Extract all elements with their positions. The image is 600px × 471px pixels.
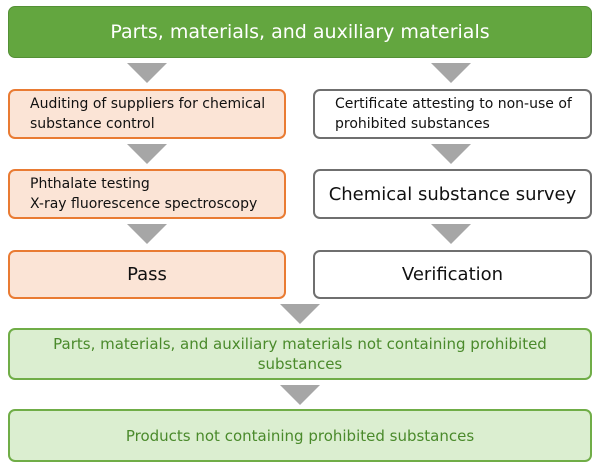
certificate-box: Certificate attesting to non-use of proh… <box>313 89 592 139</box>
testing-line-1: Phthalate testing <box>30 176 150 192</box>
testing-line-2: X-ray fluorescence spectroscopy <box>30 196 258 212</box>
compliant-products-box: Products not containing prohibited subst… <box>8 409 592 462</box>
down-arrow-icon <box>127 63 167 83</box>
down-arrow-icon <box>431 63 471 83</box>
certificate-line-1: Certificate attesting to non-use of <box>335 96 572 112</box>
compliant-materials-line-1: Parts, materials, and auxiliary material… <box>53 335 547 353</box>
compliant-materials-line-2: substances <box>257 355 343 373</box>
chemical-survey-box: Chemical substance survey <box>313 169 592 219</box>
down-arrow-icon <box>431 224 471 244</box>
supplier-audit-line-2: substance control <box>30 116 155 132</box>
pass-box: Pass <box>8 250 286 299</box>
supplier-audit-box: Auditing of suppliers for chemical subst… <box>8 89 286 139</box>
phthalate-testing-box: Phthalate testing X-ray fluorescence spe… <box>8 169 286 219</box>
verification-box: Verification <box>313 250 592 299</box>
header-title: Parts, materials, and auxiliary material… <box>110 21 490 43</box>
verification-label: Verification <box>401 264 504 285</box>
compliant-products-label: Products not containing prohibited subst… <box>125 426 475 445</box>
supplier-audit-line-1: Auditing of suppliers for chemical <box>30 96 266 112</box>
certificate-line-2: prohibited substances <box>335 116 490 132</box>
header-box: Parts, materials, and auxiliary material… <box>8 6 592 58</box>
down-arrow-icon <box>280 385 320 405</box>
down-arrow-icon <box>127 144 167 164</box>
compliant-materials-box: Parts, materials, and auxiliary material… <box>8 328 592 380</box>
chemical-survey-label: Chemical substance survey <box>328 183 577 205</box>
down-arrow-icon <box>431 144 471 164</box>
pass-label: Pass <box>127 264 167 285</box>
down-arrow-icon <box>127 224 167 244</box>
down-arrow-icon <box>280 304 320 324</box>
